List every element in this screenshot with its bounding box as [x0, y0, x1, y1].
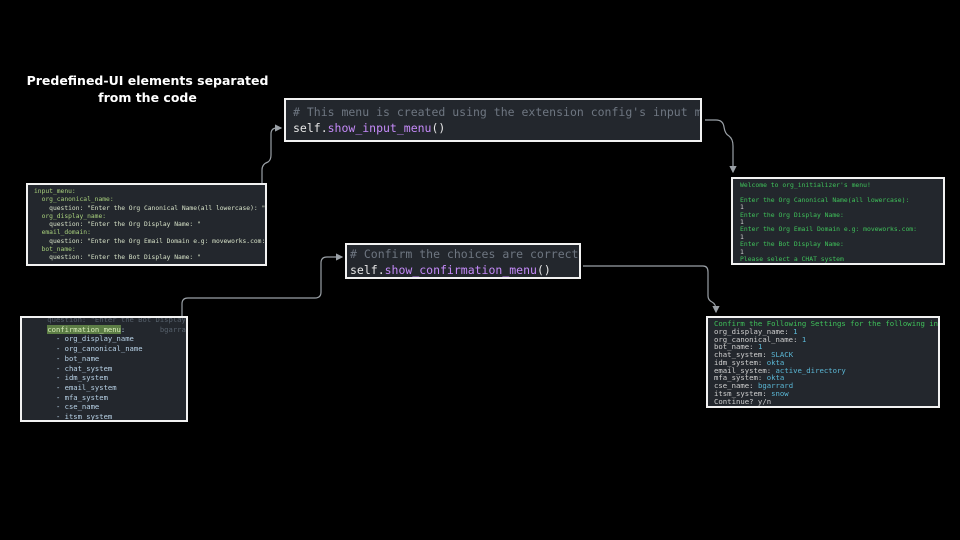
setting-line: chat_system: SLACK: [714, 351, 932, 359]
confirmation-menu-yaml-panel: question: "Enter the Bot Display confirm…: [20, 316, 188, 422]
setting-key: bot_name:: [714, 342, 754, 352]
confirmation-header: Confirm the Following Settings for the f…: [714, 319, 940, 328]
setting-line: itsm_system: snow: [714, 388, 932, 398]
setting-key: org_display_name:: [714, 326, 789, 336]
item-name: org_display_name: [64, 334, 134, 344]
code-line: question: "Enter the Org Display Name: ": [34, 221, 201, 229]
setting-value: SLACK: [771, 350, 794, 359]
setting-key: itsm_system:: [714, 388, 767, 398]
code-line: input_menu:: [34, 188, 76, 195]
terminal-line: Enter the Org Canonical Name(all lowerca…: [740, 195, 910, 204]
parens: (): [431, 121, 446, 135]
input-menu-terminal-output: Welcome to org_initializer's menu! Enter…: [731, 177, 945, 265]
terminal-line: 1: [740, 218, 744, 227]
item-name: email_system: [64, 382, 117, 392]
continue-prompt: Continue? y/n: [714, 396, 772, 406]
confirmation-menu-item: - idm_system: [30, 373, 108, 383]
item-name: itsm_system: [64, 412, 113, 422]
terminal-line: Please select a CHAT system: [740, 255, 844, 264]
code-line: question: "Enter the Bot Display Name: ": [34, 254, 201, 262]
connector-code-to-confirm-terminal: [583, 265, 720, 314]
setting-key: chat_system:: [714, 350, 767, 359]
item-name: chat_system: [64, 363, 113, 373]
git-blame-annotation: bgarrard-mov: [159, 324, 186, 334]
self-keyword: self.: [293, 121, 328, 135]
parens: (): [536, 263, 551, 277]
setting-value: 1: [757, 342, 763, 352]
setting-line: bot_name: 1: [714, 343, 932, 351]
function-call: show_confirmation_menu: [384, 263, 537, 277]
terminal-line: 1: [740, 247, 744, 256]
item-name: cse_name: [64, 402, 100, 412]
item-name: org_canonical_name: [64, 344, 143, 354]
confirmation-menu-item: - org_canonical_name: [30, 344, 143, 354]
setting-value: snow: [771, 388, 789, 398]
terminal-line: Enter the Org Email Domain e.g: movework…: [740, 225, 917, 234]
confirmation-menu-item: - chat_system: [30, 363, 113, 373]
code-line: question: "Enter the Org Canonical Name(…: [34, 204, 266, 212]
setting-key: idm_system:: [714, 357, 763, 367]
show-confirmation-menu-code-panel: # Confirm the choices are correct self.s…: [345, 243, 581, 279]
title-line-2: from the code: [98, 90, 197, 105]
confirmation-menu-item: - itsm_system: [30, 412, 113, 422]
code-line: org_canonical_name:: [34, 196, 114, 204]
title-line-1: Predefined-UI elements separated: [26, 73, 269, 88]
confirmation-menu-item: - mfa_system: [30, 392, 108, 402]
confirmation-menu-item: - org_display_name: [30, 334, 134, 344]
setting-line: org_canonical_name: 1: [714, 334, 932, 344]
code-line: org_display_name:: [34, 212, 107, 220]
show-input-menu-code-panel: # This menu is created using the extensi…: [284, 98, 702, 142]
setting-key: email_system:: [714, 365, 772, 375]
setting-line: cse_name: bgarrard: [714, 382, 932, 390]
setting-line: email_system: active_directory: [714, 365, 932, 375]
confirmation-menu-item: - bot_name: [30, 353, 100, 363]
connector-code-to-input-terminal: [705, 119, 737, 174]
setting-line: org_display_name: 1: [714, 326, 932, 336]
confirmation-menu-key: confirmation_menu: [47, 324, 121, 334]
terminal-line: 1: [740, 203, 744, 212]
setting-line: idm_system: okta: [714, 357, 932, 367]
code-line: question: "Enter the Org Email Domain e.…: [34, 237, 267, 245]
setting-value: active_directory: [775, 365, 846, 375]
terminal-line: 1: [740, 232, 744, 241]
function-call: show_input_menu: [327, 121, 432, 135]
setting-value: okta: [766, 373, 785, 383]
code-comment: # This menu is created using the extensi…: [293, 105, 702, 119]
slide-title: Predefined-UI elements separated from th…: [20, 72, 275, 106]
setting-value: 1: [801, 334, 807, 344]
confirmation-menu-item: - cse_name: [30, 402, 100, 412]
terminal-line: Enter the Org Display Name:: [740, 210, 844, 219]
setting-value: 1: [793, 326, 798, 336]
code-line-partial: question: "Enter the Bot Display: [30, 316, 186, 324]
input-menu-yaml-panel: input_menu: org_canonical_name: question…: [26, 183, 267, 266]
setting-value: bgarrard: [757, 381, 794, 390]
setting-key: org_canonical_name:: [714, 334, 798, 344]
colon: :: [120, 324, 126, 334]
confirmation-menu-item: - email_system: [30, 382, 117, 392]
code-line: bot_name:: [34, 246, 76, 254]
code-comment: # Confirm the choices are correct: [350, 247, 579, 261]
setting-line: mfa_system: okta: [714, 374, 932, 382]
item-name: idm_system: [64, 373, 108, 383]
item-name: bot_name: [64, 353, 100, 363]
terminal-line: Welcome to org_initializer's menu!: [740, 181, 871, 189]
setting-value: okta: [766, 357, 785, 367]
self-keyword: self.: [350, 263, 385, 277]
connector-confirm-yaml-to-code: [181, 253, 344, 316]
confirmation-terminal-output: Confirm the Following Settings for the f…: [706, 316, 940, 408]
setting-key: cse_name:: [714, 381, 754, 390]
code-line: email_domain:: [34, 229, 91, 237]
terminal-line: Enter the Bot Display Name:: [740, 240, 844, 249]
setting-key: mfa_system:: [714, 373, 763, 383]
item-name: mfa_system: [64, 392, 108, 402]
connector-input-yaml-to-code: [261, 124, 283, 183]
